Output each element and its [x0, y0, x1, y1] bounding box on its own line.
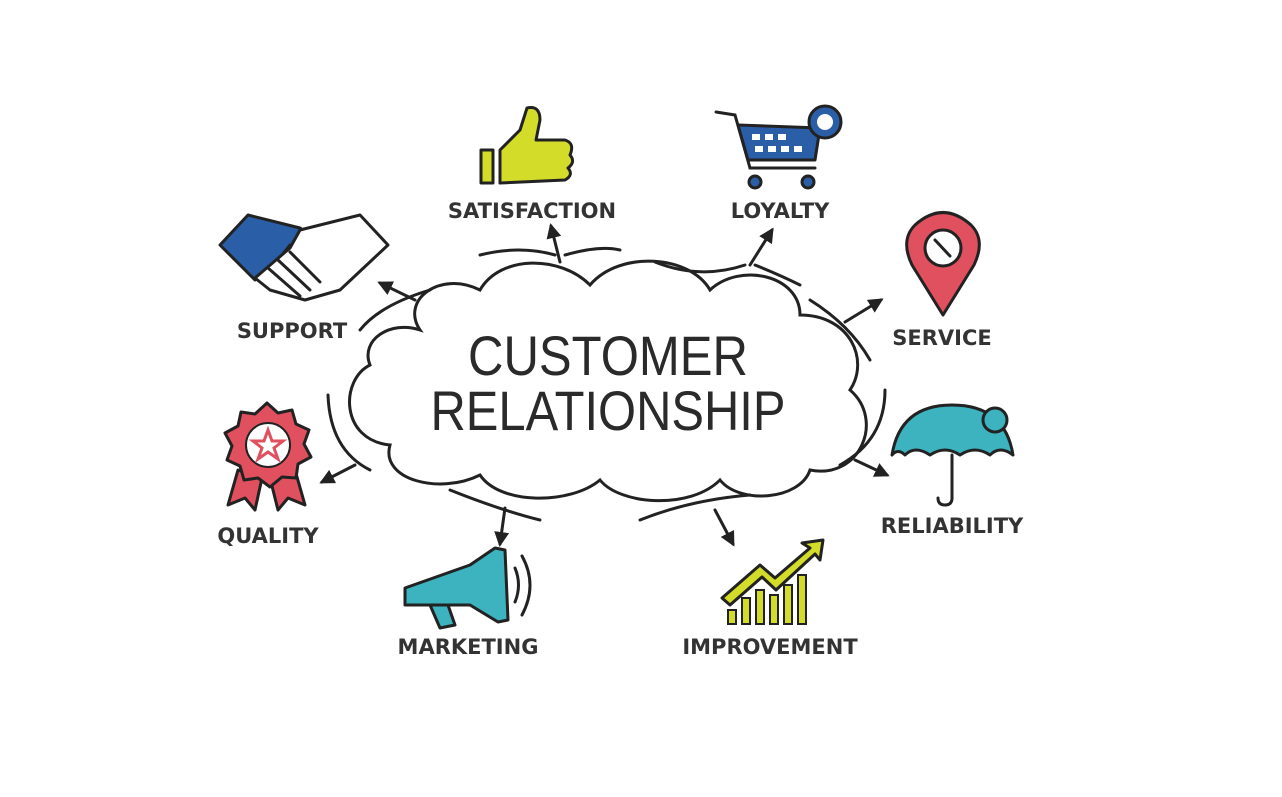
- label-satisfaction: SATISFACTION: [448, 199, 616, 223]
- title-line-2: RELATIONSHIP: [431, 379, 786, 442]
- label-service: SERVICE: [892, 326, 991, 350]
- umbrella-icon: [890, 403, 1015, 507]
- title-line-1: CUSTOMER: [468, 324, 748, 387]
- award-ribbon-icon: [223, 401, 313, 512]
- label-loyalty: LOYALTY: [731, 199, 830, 223]
- arrow-satisfaction: [546, 223, 562, 264]
- arrow-service: [843, 298, 884, 324]
- thumbs-up-icon: [479, 106, 575, 185]
- label-marketing: MARKETING: [398, 635, 539, 659]
- shopping-cart-icon: [714, 104, 843, 190]
- label-quality: QUALITY: [217, 524, 319, 548]
- growth-chart-icon: [720, 538, 825, 625]
- label-reliability: RELIABILITY: [881, 514, 1024, 538]
- label-support: SUPPORT: [237, 319, 348, 343]
- arrow-reliability: [853, 458, 890, 477]
- arrow-loyalty: [748, 227, 774, 267]
- megaphone-icon: [403, 546, 532, 630]
- arrows: [319, 223, 890, 547]
- arrow-quality: [319, 463, 357, 484]
- arrow-support: [377, 281, 417, 302]
- handshake-icon: [218, 213, 390, 302]
- central-cloud: [326, 246, 887, 522]
- location-pin-wrench-icon: [905, 211, 981, 317]
- label-improvement: IMPROVEMENT: [682, 635, 858, 659]
- arrow-improvement: [713, 508, 735, 547]
- arrow-marketing: [494, 506, 510, 547]
